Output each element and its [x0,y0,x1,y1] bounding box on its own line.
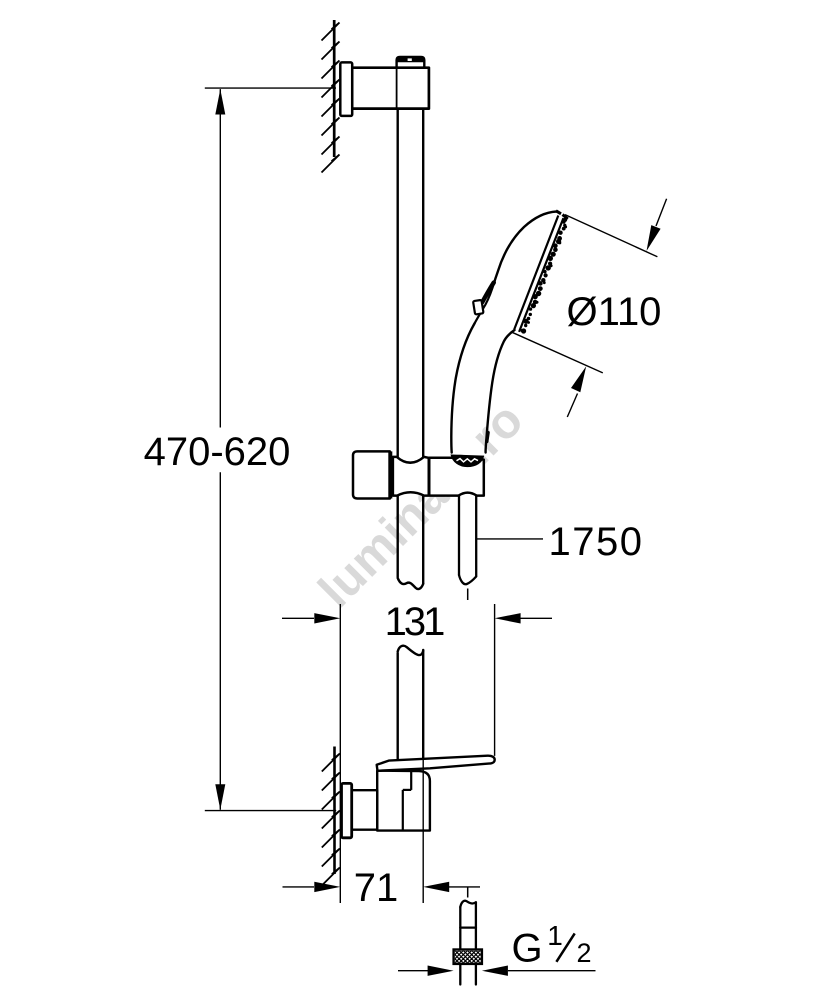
svg-text:Ø110: Ø110 [567,290,662,334]
svg-text:G: G [512,926,543,970]
svg-text:131: 131 [385,600,444,644]
svg-text:470-620: 470-620 [144,430,291,474]
svg-text:2: 2 [576,938,591,968]
svg-text:71: 71 [354,866,399,910]
svg-text:1: 1 [547,920,563,951]
svg-text:1750: 1750 [549,520,644,564]
